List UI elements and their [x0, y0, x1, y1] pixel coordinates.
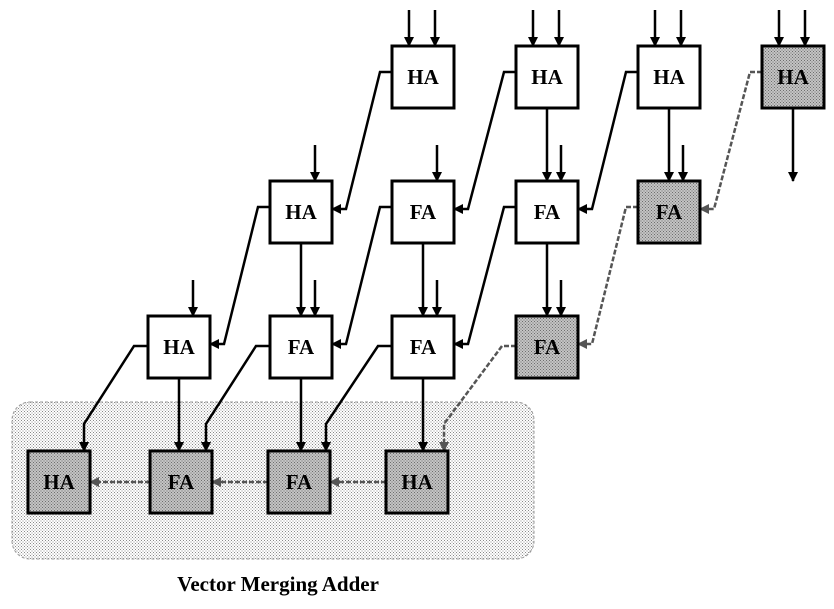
- cell-label: HA: [653, 65, 685, 89]
- cell-r0c0: HA: [390, 44, 456, 110]
- cell-box: [148, 449, 214, 515]
- cell-box: [636, 44, 702, 110]
- cell-box: [390, 44, 456, 110]
- cell-box: [760, 44, 826, 110]
- carry-wire: [699, 70, 762, 214]
- cell-r3c0: HA: [26, 449, 92, 515]
- cell-label: FA: [168, 470, 195, 494]
- cell-label: HA: [407, 65, 439, 89]
- cell-r1c3: FA: [636, 179, 702, 245]
- cell-r1c2: FA: [514, 179, 580, 245]
- carry-wire: [453, 70, 516, 214]
- carry-wire: [577, 70, 638, 214]
- cell-r2c3: FA: [514, 314, 580, 380]
- cell-box: [266, 449, 332, 515]
- cell-r0c2: HA: [636, 44, 702, 110]
- cell-box: [268, 314, 334, 380]
- carry-wire: [453, 205, 516, 349]
- cell-r3c2: FA: [266, 449, 332, 515]
- cell-label: FA: [410, 200, 437, 224]
- cell-box: [384, 449, 450, 515]
- cell-r2c0: HA: [146, 314, 212, 380]
- cell-label: FA: [656, 200, 683, 224]
- cell-r2c1: FA: [268, 314, 334, 380]
- cell-label: HA: [401, 470, 433, 494]
- cell-r1c1: FA: [390, 179, 456, 245]
- cell-box: [146, 314, 212, 380]
- cell-r1c0: HA: [268, 179, 334, 245]
- cell-r3c3: HA: [384, 449, 450, 515]
- carry-wire: [79, 344, 148, 452]
- cell-label: HA: [163, 335, 195, 359]
- cell-label: HA: [531, 65, 563, 89]
- cell-box: [26, 449, 92, 515]
- carry-wire: [209, 205, 270, 349]
- cell-box: [268, 179, 334, 245]
- wires: [79, 10, 810, 487]
- cell-label: FA: [410, 335, 437, 359]
- cell-r2c2: FA: [390, 314, 456, 380]
- cell-label: HA: [285, 200, 317, 224]
- cell-label: HA: [43, 470, 75, 494]
- carry-wire: [321, 344, 392, 452]
- cell-box: [514, 44, 580, 110]
- cell-label: HA: [777, 65, 809, 89]
- carry-wire: [439, 344, 516, 452]
- carry-wire: [201, 344, 270, 452]
- cell-label: FA: [286, 470, 313, 494]
- cell-box: [390, 314, 456, 380]
- cell-box: [636, 179, 702, 245]
- diagram-caption: Vector Merging Adder: [177, 572, 379, 596]
- cells: HA HA HA HA HA FA FA FA HA FA FA FA HA FA FA HA: [26, 44, 826, 515]
- cell-label: FA: [534, 335, 561, 359]
- cell-label: FA: [288, 335, 315, 359]
- carry-wire: [331, 205, 392, 349]
- cell-r3c1: FA: [148, 449, 214, 515]
- cell-box: [514, 314, 580, 380]
- cell-box: [390, 179, 456, 245]
- cell-r0c3: HA: [760, 44, 826, 110]
- cell-box: [514, 179, 580, 245]
- carry-wire: [577, 205, 638, 349]
- cell-r0c1: HA: [514, 44, 580, 110]
- carry-wire: [331, 70, 392, 214]
- cell-label: FA: [534, 200, 561, 224]
